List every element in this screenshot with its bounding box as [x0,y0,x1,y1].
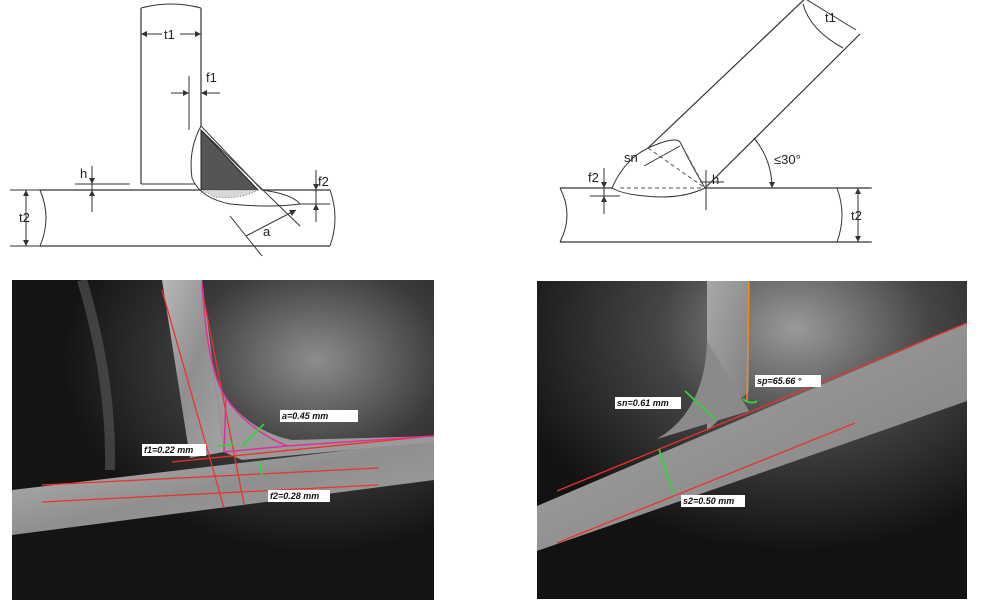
fillet-weld-micrograph: a=0.45 mm f1=0.22 mm f2=0.28 mm [12,280,434,600]
s2-measurement: s2=0.50 mm [683,496,734,506]
t2-label: t2 [19,210,30,225]
sp-measurement: sp=65.66 ° [757,376,802,386]
f2-label: f2 [318,174,329,189]
f2-label-right: f2 [588,170,599,185]
sn-measurement: sn=0.61 mm [617,398,669,408]
h-label: h [80,166,87,181]
h-label-right: h [712,172,719,187]
sn-label: sn [624,150,638,165]
a-label: a [263,224,271,239]
angle-label: ≤30° [774,152,801,167]
fillet-weld-diagram: t1 f1 h t2 f2 a [0,0,460,268]
f1-measurement: f1=0.22 mm [144,445,193,455]
f2-measurement: f2=0.28 mm [270,491,319,501]
t2-label-right: t2 [851,208,862,223]
f1-label: f1 [206,70,217,85]
a-measurement: a=0.45 mm [282,411,328,421]
inclined-weld-diagram: sn t1 ≤30° h f2 t2 [540,0,984,268]
t1-label: t1 [164,27,175,42]
t1-label-right: t1 [825,10,836,25]
inclined-weld-micrograph: sn=0.61 mm sp=65.66 ° s2=0.50 mm [537,281,967,599]
